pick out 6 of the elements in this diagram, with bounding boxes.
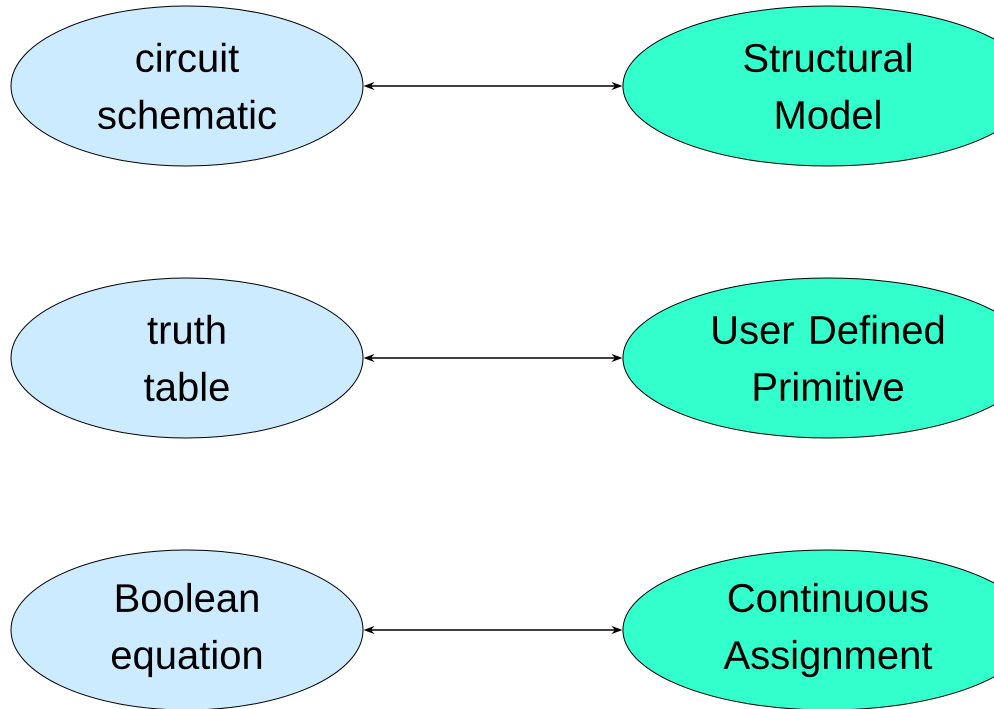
ellipse-node: circuit schematic [10,6,364,166]
ellipse-node: truth table [10,277,364,438]
ellipse-node: Boolean equation [10,549,364,709]
ellipse-node: User Defined Primitive [622,277,994,438]
ellipse-node: Structural Model [622,6,994,166]
ellipse-node: Continuous Assignment [622,549,994,709]
